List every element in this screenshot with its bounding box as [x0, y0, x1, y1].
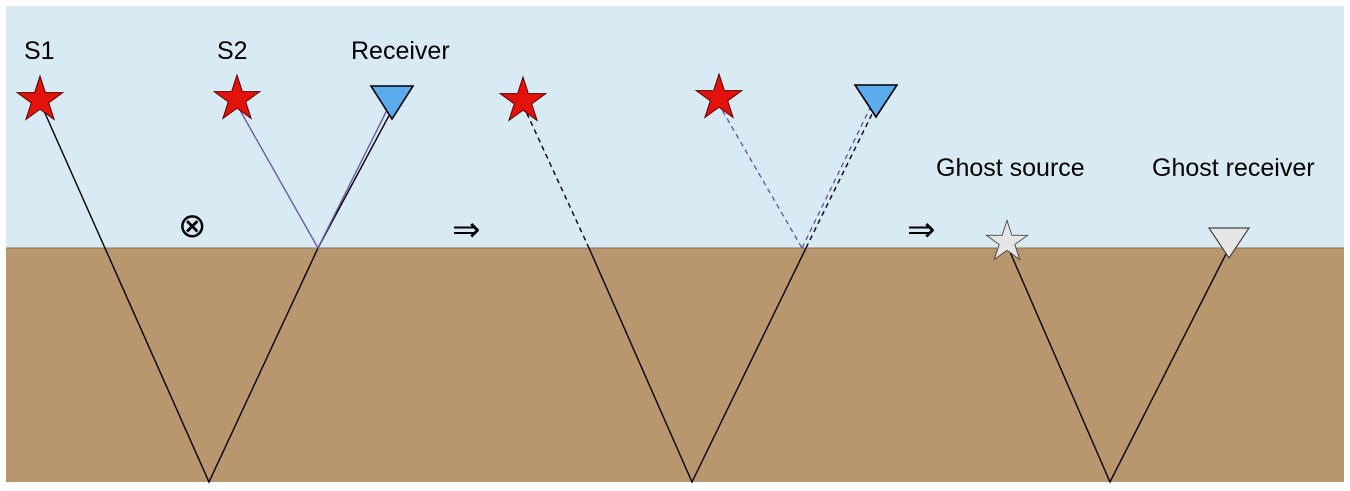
implies-arrow-1: ⇒: [452, 210, 481, 250]
implies-arrow-2: ⇒: [907, 210, 936, 250]
s2-ray: [236, 104, 388, 250]
receiver-triangle-icon: [369, 85, 415, 121]
panel-2-receiver-triangle-icon: [853, 84, 899, 119]
s2-source-star-icon: [212, 73, 262, 120]
s1-ray-subsurface: [588, 247, 807, 484]
s1-ray: [39, 101, 393, 484]
ghost-receiver-label: Ghost receiver: [1152, 154, 1315, 182]
water-layer: [6, 6, 1344, 248]
ghost-source-star-icon: [985, 218, 1029, 261]
s1-ray-dashed-to-receiver: [805, 107, 876, 249]
panel-1-rays: [39, 101, 393, 484]
subsurface-layer: [6, 248, 1344, 482]
ghost-source-label: Ghost source: [936, 154, 1085, 182]
s2-label: S2: [217, 37, 248, 65]
convolution-symbol: ⊗: [178, 206, 207, 246]
ghost-receiver-triangle-icon: [1207, 227, 1251, 260]
panel-2-s1-star-icon: [498, 75, 548, 122]
panel-2-rays: [522, 102, 876, 484]
ghost-ray: [1006, 244, 1229, 484]
s1-label: S1: [24, 37, 55, 65]
s1-source-star-icon: [15, 74, 65, 121]
s2-ray-dashed-down: [717, 102, 803, 249]
receiver-label: Receiver: [351, 37, 450, 65]
panel-2-s2-star-icon: [694, 72, 744, 119]
panel-3-rays: [1006, 244, 1229, 484]
s2-ray-dashed-up: [801, 107, 871, 249]
